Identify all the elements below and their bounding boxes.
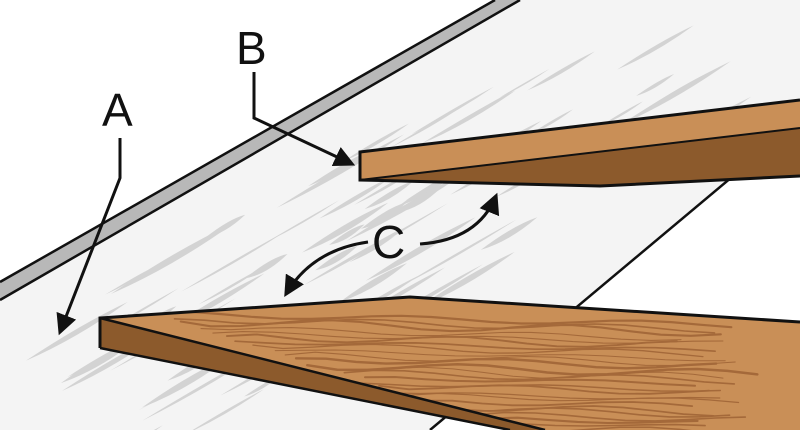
stringer-grain-streak xyxy=(419,87,519,146)
tread-grain-line xyxy=(284,351,736,367)
tread-grain-line xyxy=(378,384,710,395)
tread-grain-line xyxy=(234,340,716,353)
lower-tread xyxy=(98,295,800,430)
stringer-grain-streak xyxy=(617,25,694,70)
tread-grain-line xyxy=(499,426,711,430)
tread-grain-line xyxy=(408,392,740,404)
stringer-grain-streak xyxy=(315,245,358,271)
tread-grain-line xyxy=(343,369,736,385)
stringer-grain-streak xyxy=(302,202,389,253)
upper-tread-underside xyxy=(360,128,800,186)
callout-c: C xyxy=(284,192,500,298)
stringer-grain-streak xyxy=(329,224,365,245)
stringer-grain-streak xyxy=(364,180,414,209)
stringer-grain-streak xyxy=(401,219,517,287)
callout-a: A xyxy=(56,84,133,336)
callout-c-label: C xyxy=(372,216,405,268)
stringer-grain-streak xyxy=(645,70,712,110)
stringer-grain-streak xyxy=(365,217,476,281)
callout-a-leader xyxy=(56,138,122,336)
lower-tread-edge-line xyxy=(99,316,546,430)
tread-grain-line xyxy=(421,399,694,407)
tread-grain-line xyxy=(274,349,726,362)
callout-b-leader xyxy=(252,72,356,167)
lower-tread-outline xyxy=(98,295,800,348)
stringer-edge-line xyxy=(0,0,521,302)
lower-tread-bottom-line xyxy=(99,346,511,430)
tread-grain-line xyxy=(486,416,699,425)
upper-tread xyxy=(358,98,800,188)
stringer-grain-streak xyxy=(340,263,407,302)
stringer-grain-streak xyxy=(600,101,643,127)
tread-grain-line xyxy=(364,375,696,387)
tread-grain-line xyxy=(494,421,706,427)
stringer-grain-streak xyxy=(204,214,246,238)
upper-tread-top xyxy=(360,100,800,180)
stringer-grain-streak xyxy=(186,389,264,430)
upper-tread-edge-line xyxy=(359,127,800,181)
stringer-grain-streak xyxy=(499,68,550,98)
stringer-grain-streak xyxy=(111,222,236,294)
callout-b: B xyxy=(236,22,356,167)
tread-grain-line xyxy=(252,343,704,358)
tread-grain-line xyxy=(179,319,722,337)
stringer-grain-streak xyxy=(527,51,595,91)
stringer-grain-streak xyxy=(530,109,573,135)
stringer-top-line xyxy=(0,0,496,284)
stringer-grain-streak xyxy=(346,172,466,241)
stringer-grain-streak xyxy=(105,270,148,295)
stringer-grain-streak xyxy=(304,227,403,285)
stringer-grain-streak xyxy=(419,251,515,307)
tread-grain-line xyxy=(225,333,678,348)
stringer-grain-streak xyxy=(349,235,395,263)
callout-c-arrow-right xyxy=(419,192,500,246)
stringer-grain-streak xyxy=(480,217,538,250)
stringer-grain-streak xyxy=(267,200,340,242)
tread-grain-line xyxy=(359,382,722,392)
tread-grain-line xyxy=(294,357,718,370)
tread-grain xyxy=(160,310,759,430)
stringer-grain-streak xyxy=(391,104,465,147)
tread-grain-line xyxy=(458,407,731,418)
stringer-grain-streak xyxy=(636,74,675,96)
callout-a-label: A xyxy=(102,84,133,136)
stringer-grain-streak xyxy=(181,230,287,292)
stringer-grain-streak xyxy=(327,203,448,273)
callout-c-arrow-left xyxy=(284,240,369,298)
tread-grain-line xyxy=(160,310,733,329)
stringer-grain-streak xyxy=(198,266,264,305)
stringer-grain-streak xyxy=(411,86,494,135)
tread-grain-line xyxy=(474,411,747,422)
callout-b-label: B xyxy=(236,22,267,74)
tread-grain-line xyxy=(200,327,682,341)
stringer-grain-streak xyxy=(360,202,407,229)
stringer-grain-streak xyxy=(319,176,393,219)
tread-grain-line xyxy=(332,366,724,379)
